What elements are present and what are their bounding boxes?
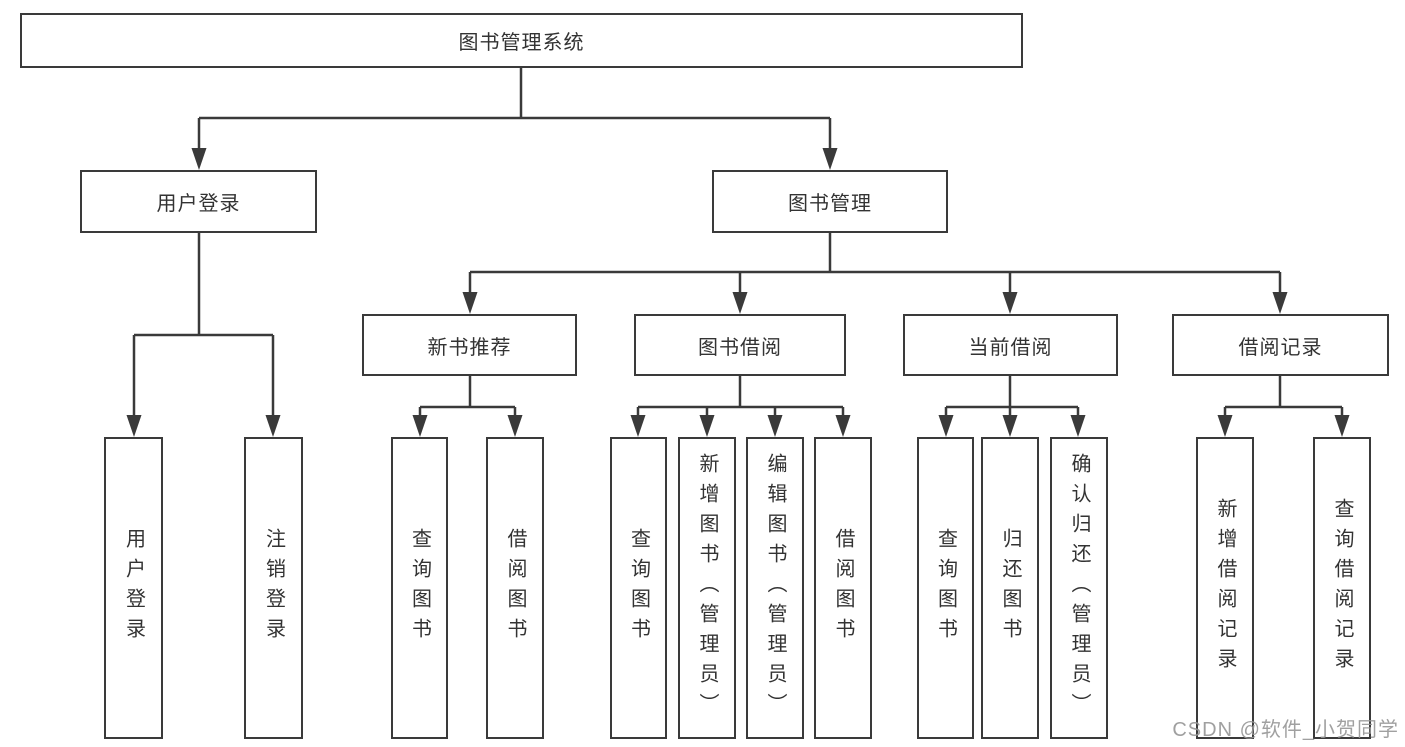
leaf-query-borrow-record: 查询借阅记录 — [1313, 437, 1371, 739]
node-book-management: 图书管理 — [712, 170, 948, 233]
leaf-user-login: 用户登录 — [104, 437, 163, 739]
node-borrowing-records: 借阅记录 — [1172, 314, 1389, 376]
node-new-book-recommendation: 新书推荐 — [362, 314, 577, 376]
node-user-login: 用户登录 — [80, 170, 317, 233]
leaf-logout-login: 注销登录 — [244, 437, 303, 739]
leaf-edit-books-admin: 编辑图书（管理员） — [746, 437, 804, 739]
leaf-return-books: 归还图书 — [981, 437, 1039, 739]
leaf-query-books-current: 查询图书 — [917, 437, 974, 739]
node-book-borrowing: 图书借阅 — [634, 314, 846, 376]
leaf-borrow-books-newrec: 借阅图书 — [486, 437, 544, 739]
arrowheads — [126, 148, 1350, 437]
node-current-borrowing: 当前借阅 — [903, 314, 1118, 376]
leaf-borrow-books-borrowing: 借阅图书 — [814, 437, 872, 739]
csdn-watermark: CSDN @软件_小贺同学 — [1172, 719, 1399, 741]
leaf-query-books-newrec: 查询图书 — [391, 437, 448, 739]
node-library-management-system: 图书管理系统 — [20, 13, 1023, 68]
leaf-query-books-borrowing: 查询图书 — [610, 437, 667, 739]
leaf-confirm-return-admin: 确认归还（管理员） — [1050, 437, 1108, 739]
leaf-add-borrow-record: 新增借阅记录 — [1196, 437, 1254, 739]
leaf-add-books-admin: 新增图书（管理员） — [678, 437, 736, 739]
